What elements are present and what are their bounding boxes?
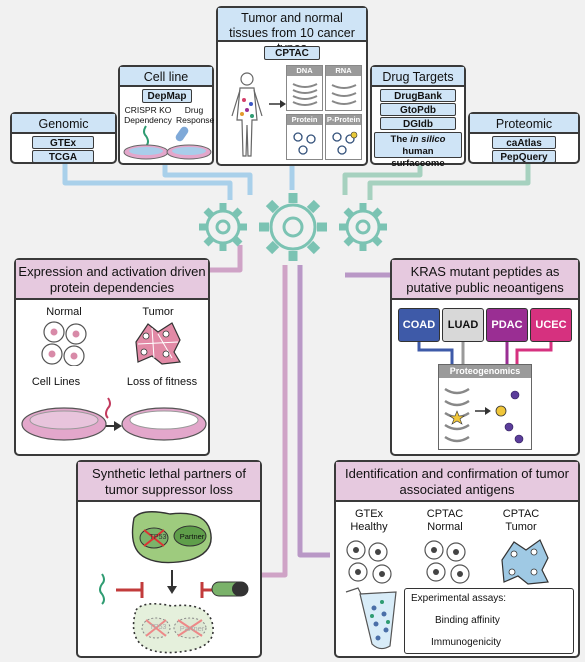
guide-rna-red-icon — [105, 397, 111, 419]
line-cellline — [162, 160, 253, 195]
cptac-tumor-label: CPTAC Tumor — [502, 508, 540, 533]
drug-targets-title: Drug Targets — [372, 67, 464, 87]
antigen-cell-groups — [346, 539, 549, 585]
partner-label: Partner — [179, 532, 205, 541]
expression-dependencies-panel: Expression and activation driven protein… — [14, 258, 210, 456]
center-gear-icon — [259, 193, 327, 261]
tumor-tissues-title: Tumor and normal tissues from 10 cancer … — [218, 8, 366, 55]
gears-graphic — [199, 193, 387, 261]
protein-dots-icon — [293, 132, 316, 155]
tumor-label: Tumor — [142, 306, 174, 318]
kras-neoantigens-panel: KRAS mutant peptides as putative public … — [390, 258, 580, 456]
cancer-connector-lines — [417, 342, 553, 366]
genomic-resources-title: Genomic resources — [12, 114, 115, 146]
proteogenomics-box: Proteogenomics — [438, 364, 532, 450]
rna-label: RNA — [326, 66, 361, 76]
protein-label: Protein — [287, 115, 322, 125]
cell-line-screens-title: Cell line screens — [120, 67, 212, 99]
fitness-dishes — [21, 397, 207, 441]
human-body-icon — [231, 72, 263, 157]
kras-neoantigens-title: KRAS mutant peptides as putative public … — [392, 260, 578, 300]
guide-rna-icon — [143, 125, 149, 147]
synthetic-lethal-panel: Synthetic lethal partners of tumor suppr… — [76, 460, 262, 658]
cell-lines-label: Cell Lines — [31, 376, 81, 388]
tumor-cells-icon — [135, 322, 181, 365]
tp53-label: TP53 — [149, 534, 167, 541]
drug-targets-panel: Drug Targets DrugBank GtoPdb DGIdb The i… — [370, 65, 466, 169]
synthetic-lethal-graphic — [99, 511, 249, 654]
line-proteomic — [367, 160, 531, 200]
surfaceome-text-post: human surfaceome — [391, 146, 445, 169]
genomic-resources-panel: Genomic resources GTEx TCGA — [10, 112, 117, 164]
dna-helix-icon — [292, 83, 318, 106]
cancer-luad: LUAD — [442, 308, 484, 342]
phosphoprotein-dots-icon — [332, 131, 358, 155]
surfaceome-tag: The in silico human surfaceome — [374, 132, 462, 169]
immunogenicity-label: Immunogenicity — [431, 637, 502, 648]
right-gear-icon — [339, 203, 387, 251]
cell-line-screens-panel: Cell line screens DepMap CRISPR KO Depen… — [118, 65, 214, 165]
surfaceome-text-pre: The — [390, 134, 411, 145]
synthetic-lethal-title: Synthetic lethal partners of tumor suppr… — [78, 462, 260, 502]
tumor-tissues-panel: Tumor and normal tissues from 10 cancer … — [216, 6, 368, 166]
normal-label: Normal — [46, 306, 82, 318]
line-expression — [210, 245, 243, 273]
surfaceome-text-italic: in silico — [410, 134, 446, 145]
proteomic-resources-title: Proteomic resources — [470, 114, 578, 146]
dna-label: DNA — [287, 66, 322, 76]
pill-icon — [175, 126, 189, 142]
cancer-coad: COAD — [398, 308, 440, 342]
guide-rna-green-icon — [99, 573, 105, 605]
tp53-lost-label: TP53 — [149, 624, 167, 631]
cancer-pdac: PDAC — [486, 308, 528, 342]
cancer-ucec: UCEC — [530, 308, 572, 342]
binding-affinity-label: Binding affinity — [435, 615, 500, 626]
rna-box: RNA — [325, 65, 362, 111]
cptac-normal-label: CPTAC Normal — [426, 508, 464, 533]
cell-line-dishes — [123, 125, 212, 160]
gtopdb-tag: GtoPdb — [380, 103, 456, 116]
line-drug — [342, 160, 423, 195]
line-genomic — [62, 160, 233, 200]
phosphoprotein-box: P-Protein — [325, 114, 362, 160]
mutation-star-icon — [449, 410, 465, 425]
line-antigens — [297, 265, 330, 558]
tcga-tag: TCGA — [32, 150, 94, 163]
tumor-antigens-title: Identification and confirmation of tumor… — [336, 462, 578, 502]
proteogenomics-graphic — [444, 387, 524, 444]
depmap-tag: DepMap — [142, 89, 192, 103]
rna-strand-icon — [331, 84, 357, 105]
arrow-icon — [269, 100, 286, 108]
gtex-tag: GTEx — [32, 136, 94, 149]
line-synthetic — [262, 265, 288, 578]
pepquery-tag: PepQuery — [492, 150, 556, 163]
drugbank-tag: DrugBank — [380, 89, 456, 102]
assays-title: Experimental assays: — [411, 593, 507, 604]
normal-cells-icon — [41, 321, 87, 366]
partner-lost-label: Partner — [179, 624, 205, 633]
protein-box: Protein — [286, 114, 323, 160]
tube-icon — [345, 587, 397, 650]
left-gear-icon — [199, 203, 247, 251]
proteomic-resources-panel: Proteomic resources caAtlas PepQuery — [468, 112, 580, 164]
experimental-assays-box: Experimental assays: Binding affinity Im… — [404, 588, 574, 654]
expression-dependencies-title: Expression and activation driven protein… — [16, 260, 208, 300]
gtex-healthy-label: GTEx Healthy — [350, 508, 388, 533]
loss-of-fitness-label: Loss of fitness — [126, 376, 198, 388]
caatlas-tag: caAtlas — [492, 136, 556, 149]
dna-box: DNA — [286, 65, 323, 111]
cptac-tag: CPTAC — [264, 46, 320, 60]
crispr-label: CRISPR KO Dependency — [124, 105, 172, 125]
dgidb-tag: DGIdb — [380, 117, 456, 130]
drug-response-label: Drug Response — [176, 105, 215, 125]
tumor-antigens-panel: Identification and confirmation of tumor… — [334, 460, 580, 658]
phosphoprotein-label: P-Protein — [326, 115, 361, 125]
proteogenomics-label: Proteogenomics — [439, 365, 531, 378]
